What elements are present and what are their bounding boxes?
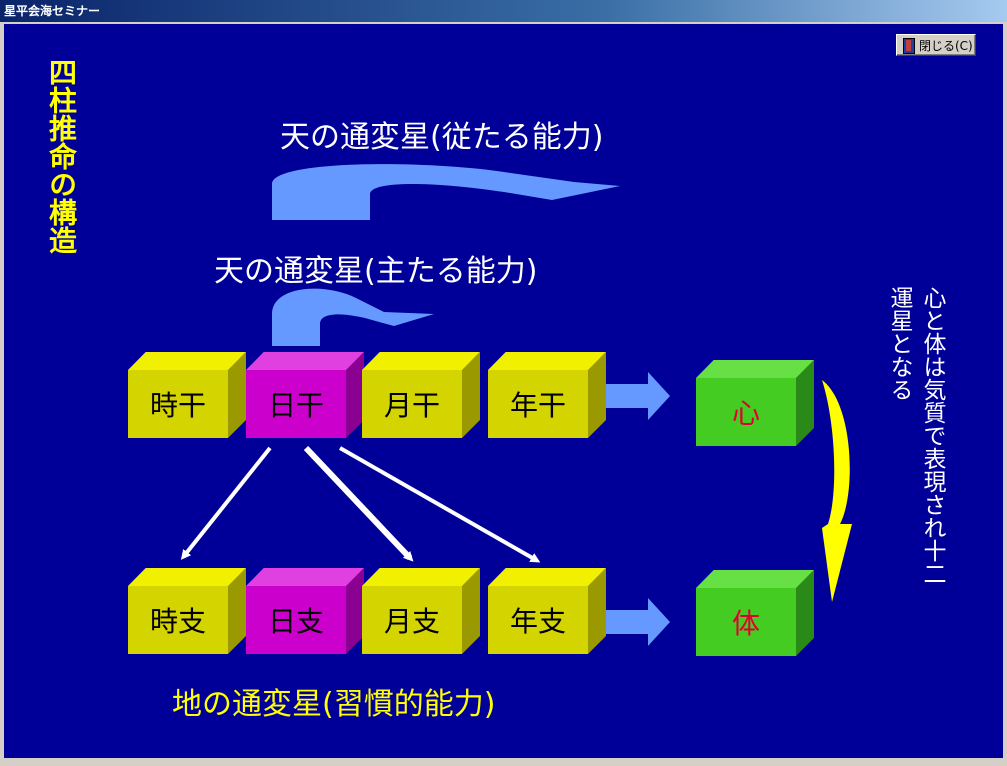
diag-arrow-to-year bbox=[339, 446, 541, 563]
cube-day-stem: 日干 bbox=[246, 352, 364, 438]
top-row-arrow bbox=[604, 372, 670, 420]
cube-year-stem: 年干 bbox=[488, 352, 606, 438]
cube-mind: 心 bbox=[696, 360, 814, 446]
status-bar bbox=[4, 758, 1003, 766]
diag-arrow-to-month bbox=[303, 445, 414, 562]
middle-curve-arrow bbox=[272, 288, 434, 346]
main-heaven-label: 天の通変星(主たる能力) bbox=[214, 254, 538, 289]
mind-to-body-swoosh bbox=[822, 380, 852, 602]
cube-body: 体 bbox=[696, 570, 814, 656]
close-button-label: 閉じる(C) bbox=[919, 38, 973, 53]
cube-month-stem: 月干 bbox=[362, 352, 480, 438]
slide-canvas: 閉じる(C) 四柱推命の構造 天の通変星(従たる能力) 天の通変星(主たる能力)… bbox=[4, 24, 1003, 758]
cube-hour-stem: 時干 bbox=[128, 352, 246, 438]
diag-arrow-to-hour bbox=[180, 446, 272, 560]
window-title: 星平会海セミナー bbox=[4, 4, 101, 18]
upper-heaven-label: 天の通変星(従たる能力) bbox=[280, 120, 604, 155]
cube-day-branch: 日支 bbox=[246, 568, 364, 654]
close-button[interactable]: 閉じる(C) bbox=[896, 34, 976, 56]
slide-side-title: 四柱推命の構造 bbox=[45, 58, 78, 254]
door-icon bbox=[903, 37, 915, 54]
bottom-row-arrow bbox=[604, 598, 670, 646]
cube-month-branch: 月支 bbox=[362, 568, 480, 654]
title-bar[interactable]: 星平会海セミナー bbox=[0, 0, 1007, 22]
cube-year-branch: 年支 bbox=[488, 568, 606, 654]
earth-label: 地の通変星(習慣的能力) bbox=[172, 687, 496, 722]
diagram-arrows bbox=[180, 164, 852, 646]
upper-curve-arrow bbox=[272, 164, 620, 220]
side-note: 心と体は気質で表現され十二運星となる bbox=[886, 286, 945, 585]
cube-hour-branch: 時支 bbox=[128, 568, 246, 654]
